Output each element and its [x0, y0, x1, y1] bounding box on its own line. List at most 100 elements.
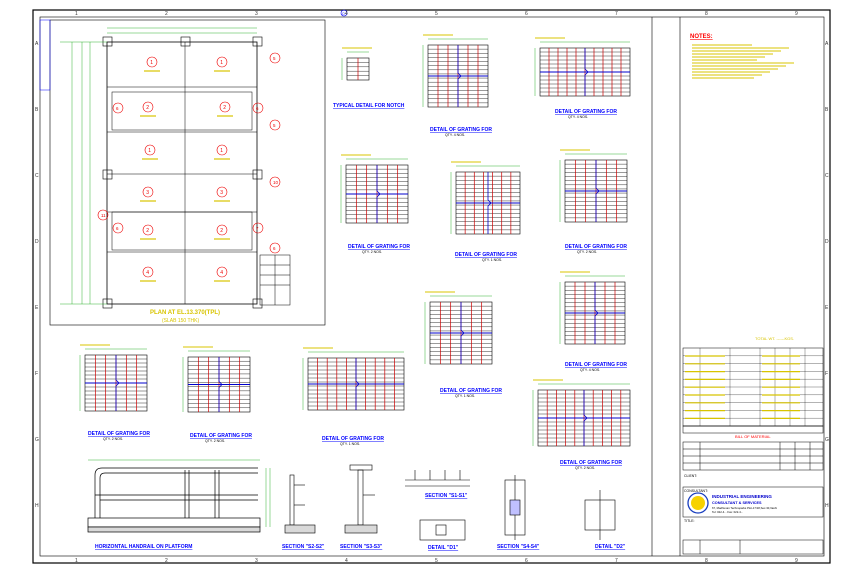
border-col-marker: 2	[165, 11, 168, 17]
caption-detail-d2: DETAIL "D2"	[595, 544, 626, 550]
svg-text:QTY. 1 NOS.: QTY. 1 NOS.	[482, 258, 502, 262]
panel-mark-icon	[216, 144, 228, 156]
grating-panel	[341, 47, 372, 81]
caption-section-s3: SECTION "S3-S3"	[340, 544, 383, 550]
grating-panel	[302, 347, 405, 411]
grating-details	[79, 34, 631, 447]
bill-of-material: TOTAL WT. ------KGS. BILL OF MATERIAL	[682, 336, 824, 439]
border-row-marker: E	[825, 305, 829, 311]
caption-section-s2: SECTION "S2-S2"	[282, 544, 325, 550]
side-mark-icon	[269, 176, 281, 188]
firm-name: INDUSTRIAL ENGINEERING	[712, 494, 772, 499]
panel-number: 1	[148, 148, 151, 154]
revision-table	[682, 441, 824, 471]
handrail-dims	[88, 459, 271, 527]
svg-text:QTY. 2 NOS.: QTY. 2 NOS.	[575, 466, 595, 470]
panel-mark-icon	[142, 266, 154, 278]
border-col-marker: 4	[345, 11, 348, 17]
border-col-marker: 5	[435, 11, 438, 17]
caption-grating-1: DETAIL OF GRATING FOR	[430, 127, 492, 133]
company-logo-inner-icon	[691, 496, 705, 510]
side-mark-number: 5	[273, 56, 276, 61]
caption-section-s4: SECTION "S4-S4"	[497, 544, 540, 550]
bom-title: BILL OF MATERIAL	[735, 434, 771, 439]
panel-mark-icon	[146, 56, 158, 68]
notes-lines	[692, 44, 794, 79]
detail-d2	[584, 490, 616, 540]
section-s2	[284, 474, 316, 534]
side-mark-icon	[269, 52, 281, 64]
section-s1	[405, 470, 470, 487]
side-mark-number: 10	[273, 180, 279, 185]
panel-number: 4	[146, 270, 149, 276]
panel-mark-icon	[219, 101, 231, 113]
firm-address-1: 67, Madhuvan Technoparks Plot-17/18,Sec.…	[712, 506, 777, 510]
slab-outline	[106, 41, 258, 305]
side-mark-icon	[269, 119, 281, 131]
plan-subtitle: (SLAB 150 THK)	[162, 318, 199, 324]
company-logo-icon	[687, 492, 709, 514]
border-row-marker: D	[825, 239, 829, 245]
grating-panel	[534, 37, 631, 97]
panel-number: 2	[220, 228, 223, 234]
panel-mark-icon	[142, 101, 154, 113]
caption-grating-7: DETAIL OF GRATING FOR	[440, 388, 502, 394]
inner-border	[39, 16, 825, 557]
plan-frame	[49, 19, 326, 326]
panel-number: 4	[220, 270, 223, 276]
detail-captions: TYPICAL DETAIL FOR NOTCH DETAIL OF GRATI…	[88, 103, 627, 551]
sheet-border	[32, 9, 831, 564]
grating-panel	[559, 149, 628, 223]
border-row-marker: E	[35, 305, 39, 311]
grating-panel	[559, 271, 626, 345]
plan-title: PLAN AT EL.13.370(TPL)	[150, 310, 220, 316]
caption-grating-8: DETAIL OF GRATING FOR	[88, 431, 150, 437]
caption-grating-3: DETAIL OF GRATING FOR	[348, 244, 410, 250]
svg-text:QTY. 1 NOS.: QTY. 1 NOS.	[340, 442, 360, 446]
svg-text:QTY. 2 NOS.: QTY. 2 NOS.	[577, 250, 597, 254]
grating-panel	[532, 379, 631, 447]
section-s3	[344, 464, 378, 534]
panel-mark-icon	[216, 186, 228, 198]
caption-grating-5: DETAIL OF GRATING FOR	[565, 244, 627, 250]
side-mark-icon	[97, 209, 109, 221]
border-col-marker: 7	[615, 11, 618, 17]
border-row-marker: F	[35, 371, 38, 377]
side-mark-icon	[252, 102, 264, 114]
section-s4	[504, 475, 526, 540]
top-center-mark: O	[342, 12, 345, 16]
border-col-marker: 3	[255, 558, 258, 564]
title-block: CONSULTANT: INDUSTRIAL ENGINEERING CONSU…	[682, 474, 824, 555]
svg-text:QTY. 4 NOS.: QTY. 4 NOS.	[580, 368, 600, 372]
border-col-marker: 5	[435, 558, 438, 564]
panel-number: 3	[220, 190, 223, 196]
caption-grating-6: DETAIL OF GRATING FOR	[565, 362, 627, 368]
top-center-mark-icon	[340, 9, 348, 17]
svg-text:QTY. 2 NOS.: QTY. 2 NOS.	[103, 437, 123, 441]
border-row-marker: C	[35, 173, 39, 179]
border-row-marker: H	[825, 503, 829, 509]
title-label: TITLE:	[684, 519, 695, 523]
panel-mark-icon	[216, 266, 228, 278]
caption-detail-d1: DETAIL "D1"	[428, 545, 459, 551]
plan-dimension-lines	[60, 27, 257, 305]
panel-number: 1	[220, 60, 223, 66]
side-mark-number: 6	[116, 226, 119, 231]
grating-panel	[450, 161, 521, 235]
border-row-marker: G	[825, 437, 829, 443]
panel-mark-icon	[144, 144, 156, 156]
svg-text:QTY. 1 NOS.: QTY. 1 NOS.	[455, 394, 475, 398]
border-row-marker: C	[825, 173, 829, 179]
border-row-marker: G	[35, 437, 39, 443]
border-row-marker: D	[35, 239, 39, 245]
panel-mark-icon	[216, 224, 228, 236]
svg-text:QTY. 2 NOS.: QTY. 2 NOS.	[205, 439, 225, 443]
total-weight: TOTAL WT. ------KGS.	[755, 336, 794, 341]
border-col-marker: 7	[615, 558, 618, 564]
border-col-marker: 2	[165, 558, 168, 564]
border-col-marker: 1	[75, 11, 78, 17]
plan-grid-lines	[107, 42, 257, 304]
